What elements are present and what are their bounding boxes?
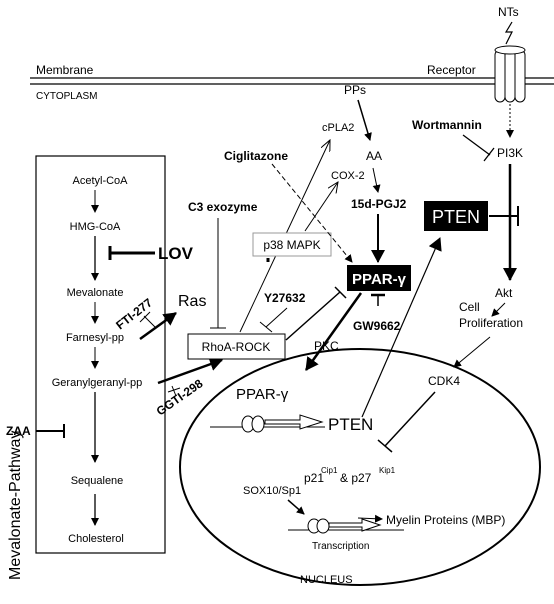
- mevalonate-box: [35, 155, 166, 554]
- wortmannin-inhibitor: Wortmannin: [412, 118, 482, 132]
- cdk4-node: CDK4: [428, 374, 460, 388]
- y27632-inhibitor: Y27632: [264, 291, 306, 305]
- geranylgeranyl-pp: Geranylgeranyl-pp: [52, 377, 143, 389]
- lightning-icon: [504, 21, 513, 45]
- farnesyl-pp: Farnesyl-pp: [66, 332, 124, 344]
- nucleus-pten: PTEN: [328, 415, 373, 434]
- cell-membrane: [30, 77, 554, 85]
- cytoplasm-label: CYTOPLASM: [36, 91, 98, 102]
- nts-label: NTs: [498, 5, 519, 19]
- ciglitazone-drug: Ciglitazone: [224, 149, 288, 163]
- aa-node: AA: [366, 149, 382, 163]
- nucleus-ppar-gamma: PPAR-γ: [236, 386, 289, 403]
- membrane-label: Membrane: [36, 63, 94, 77]
- cell-proliferation-line1: Cell: [459, 300, 480, 314]
- pgj2-node: 15d-PGJ2: [351, 197, 407, 211]
- c3-exozyme-inhibitor: C3 exozyme: [188, 200, 258, 214]
- p38-mapk-node: [252, 232, 332, 257]
- cox2-node: COX-2: [331, 170, 365, 182]
- rhoa-rock-node: [187, 333, 286, 360]
- pten-label: PTEN: [432, 207, 480, 227]
- mevalonate: Mevalonate: [67, 287, 124, 299]
- p21-superscript: Cip1: [321, 466, 338, 475]
- acetyl-coa: Acetyl-CoA: [72, 175, 128, 187]
- ppar-gamma-node: [347, 265, 411, 291]
- cell-proliferation-line2: Proliferation: [459, 316, 523, 330]
- pten-node: [424, 201, 488, 231]
- cholesterol: Cholesterol: [68, 533, 124, 545]
- rhoa-rock-label: RhoA-ROCK: [202, 340, 271, 354]
- fti-277-inhibitor: FTI-277: [113, 295, 155, 332]
- nucleus: [179, 348, 541, 586]
- ppar-gamma-label: PPAR-γ: [352, 271, 407, 288]
- sox10-sp1: SOX10/Sp1: [243, 485, 301, 497]
- hmg-coa: HMG-CoA: [70, 221, 121, 233]
- pi3k-node: PI3K: [497, 146, 523, 160]
- pathway-title: Mevalonate-Pathway: [7, 431, 24, 580]
- ras-node: Ras: [178, 293, 206, 310]
- receptor-icon: [494, 45, 526, 103]
- cpla2-node: cPLA2: [322, 122, 354, 134]
- dna-ribosome-icon-2: [288, 518, 404, 534]
- p21-label: p21: [304, 471, 324, 485]
- pps-node: PPs: [344, 83, 366, 97]
- nucleus-label: NUCLEUS: [300, 574, 353, 586]
- gw9662-inhibitor: GW9662: [353, 319, 401, 333]
- myelin-proteins: Myelin Proteins (MBP): [386, 513, 505, 527]
- p27-superscript: Kip1: [379, 466, 396, 475]
- p38-mapk-label: p38 MAPK: [263, 238, 320, 252]
- lov-inhibitor: LOV: [158, 244, 194, 263]
- zaa-inhibitor: ZAA: [6, 424, 31, 438]
- p27-label: & p27: [340, 471, 372, 485]
- receptor-label: Receptor: [427, 63, 476, 77]
- dna-ribosome-icon-1: [210, 414, 325, 433]
- akt-node: Akt: [495, 286, 513, 300]
- sequalene: Sequalene: [71, 475, 124, 487]
- transcription-label: Transcription: [312, 541, 369, 552]
